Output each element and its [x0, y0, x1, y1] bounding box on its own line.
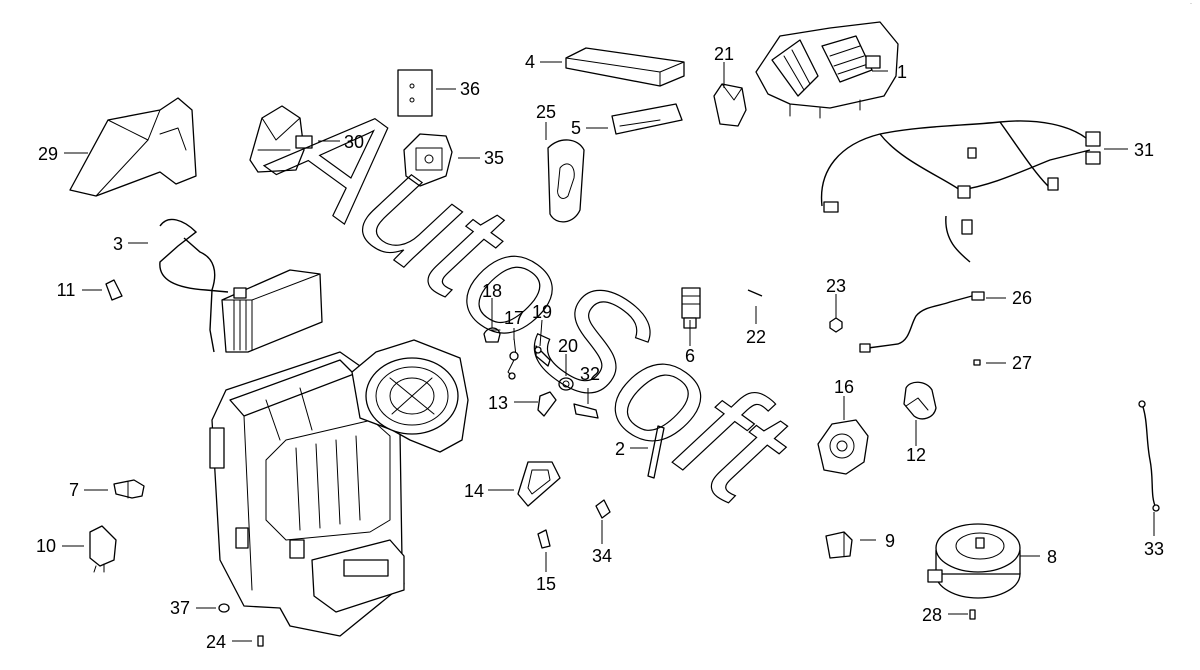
- part-27-screw[interactable]: [973, 359, 981, 366]
- callout-27[interactable]: 27: [1012, 353, 1032, 373]
- part-34-clip[interactable]: [595, 499, 611, 519]
- blower-case[interactable]: [351, 339, 469, 453]
- callout-22[interactable]: 22: [746, 327, 766, 347]
- callout-31[interactable]: 31: [1134, 140, 1154, 160]
- callout-35[interactable]: 35: [484, 148, 504, 168]
- callout-24[interactable]: 24: [206, 632, 226, 652]
- part-26-sensor[interactable]: [859, 291, 985, 353]
- callout-30[interactable]: 30: [344, 132, 364, 152]
- callout-29[interactable]: 29: [38, 144, 58, 164]
- part-4-filter[interactable]: [565, 47, 685, 87]
- callout-9[interactable]: 9: [885, 531, 895, 551]
- part-28-screw[interactable]: [969, 609, 976, 620]
- part-10-relay[interactable]: [89, 525, 117, 573]
- part-30-actuator[interactable]: [249, 105, 313, 173]
- part-9-connector[interactable]: [825, 531, 853, 559]
- callout-20[interactable]: 20: [558, 336, 578, 356]
- part-22-pin[interactable]: [747, 289, 763, 297]
- callout-2[interactable]: 2: [615, 439, 625, 459]
- callout-23[interactable]: 23: [826, 276, 846, 296]
- part-15-clip[interactable]: [537, 529, 551, 549]
- callout-17[interactable]: 17: [504, 308, 524, 328]
- part-1-blower-housing[interactable]: [755, 21, 899, 119]
- leader-lines: [62, 61, 1155, 642]
- callout-15[interactable]: 15: [536, 574, 556, 594]
- part-5-seal[interactable]: [611, 103, 683, 135]
- hvac-case[interactable]: [209, 351, 405, 637]
- callout-11[interactable]: 11: [57, 280, 76, 300]
- callout-16[interactable]: 16: [834, 377, 854, 397]
- part-23-nut[interactable]: [829, 317, 843, 333]
- corner-mark: ·: [1190, 1, 1192, 7]
- callout-32[interactable]: 32: [580, 364, 600, 384]
- part-16-actuator[interactable]: [817, 419, 869, 475]
- callout-1[interactable]: 1: [897, 62, 907, 82]
- callout-26[interactable]: 26: [1012, 288, 1032, 308]
- part-18-link[interactable]: [483, 327, 501, 343]
- callout-8[interactable]: 8: [1047, 547, 1057, 567]
- part-21-actuator[interactable]: [713, 83, 747, 127]
- callout-21[interactable]: 21: [714, 44, 734, 64]
- callout-5[interactable]: 5: [571, 118, 581, 138]
- part-8-blower-motor[interactable]: [927, 523, 1021, 599]
- part-31-harness[interactable]: [820, 120, 1101, 263]
- callout-18[interactable]: 18: [482, 281, 502, 301]
- part-20-bushing[interactable]: [558, 377, 574, 391]
- callout-13[interactable]: 13: [488, 393, 508, 413]
- callout-36[interactable]: 36: [460, 79, 480, 99]
- part-14-grommet[interactable]: [517, 461, 561, 507]
- part-25-grille[interactable]: [547, 139, 585, 223]
- callout-7[interactable]: 7: [69, 480, 79, 500]
- callout-33[interactable]: 33: [1144, 539, 1164, 559]
- part-33-link-rod[interactable]: [1138, 400, 1160, 512]
- callout-28[interactable]: 28: [922, 605, 942, 625]
- part-37-grommet[interactable]: [218, 603, 230, 613]
- callout-12[interactable]: 12: [906, 445, 926, 465]
- part-35-bracket[interactable]: [403, 133, 453, 187]
- part-11-clip[interactable]: [105, 279, 123, 301]
- callout-34[interactable]: 34: [592, 546, 612, 566]
- callout-3[interactable]: 3: [113, 234, 123, 254]
- part-3-evaporator[interactable]: [159, 218, 323, 353]
- callout-25[interactable]: 25: [536, 102, 556, 122]
- callout-10[interactable]: 10: [36, 536, 56, 556]
- callout-numbers: 1 2 3 4 5 6 7 8 9 10 11 12 13 14 15 16 1…: [36, 44, 1164, 652]
- part-12-actuator[interactable]: [903, 381, 937, 420]
- callout-14[interactable]: 14: [464, 481, 484, 501]
- part-7-connector[interactable]: [113, 479, 145, 499]
- part-32-link[interactable]: [573, 403, 599, 419]
- part-24-screw[interactable]: [257, 635, 264, 647]
- callout-4[interactable]: 4: [525, 52, 535, 72]
- callout-19[interactable]: 19: [532, 302, 552, 322]
- part-19-lever[interactable]: [534, 345, 551, 367]
- part-36-pad[interactable]: [397, 69, 433, 117]
- part-17-rod[interactable]: [507, 337, 519, 380]
- part-29-duct[interactable]: [69, 97, 197, 197]
- part-13-pin[interactable]: [537, 391, 557, 417]
- callout-6[interactable]: 6: [685, 346, 695, 366]
- callout-37[interactable]: 37: [170, 598, 190, 618]
- part-2-rod[interactable]: [647, 425, 665, 479]
